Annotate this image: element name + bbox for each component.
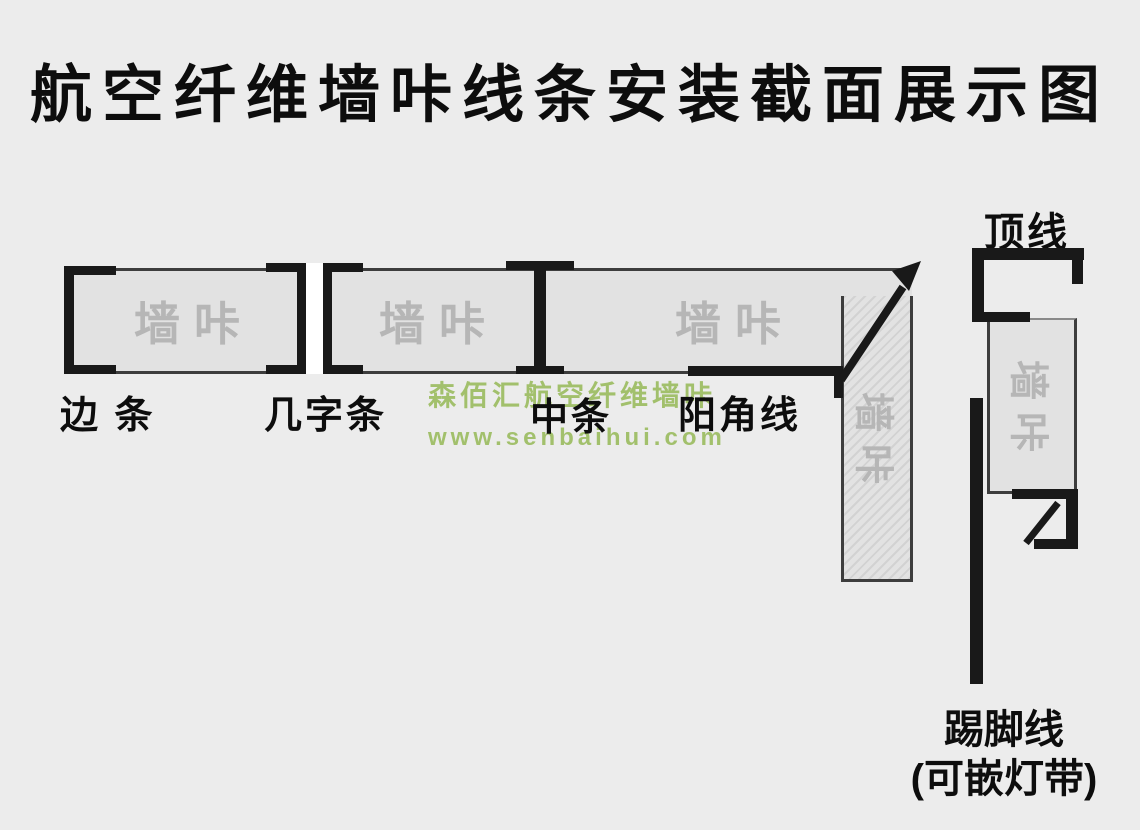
- panel-watermark-text: 墙咔: [1006, 359, 1050, 464]
- label-skirting-line: 踢脚线: [944, 708, 1064, 752]
- label-outer-corner-line: 阳角线: [678, 395, 802, 437]
- wall-panel-right-vertical: 墙咔: [987, 318, 1077, 494]
- panel-watermark-text: 墙咔: [379, 298, 499, 350]
- label-middle-strip: 中条: [530, 397, 613, 439]
- panel-watermark-text: 墙咔: [134, 298, 254, 350]
- label-ji-strip: 几字条: [264, 395, 388, 437]
- url-watermark: www.senbaihui.com: [428, 424, 726, 451]
- skirting-label-block: 踢脚线 (可嵌灯带): [872, 706, 1136, 804]
- label-edge-strip: 边 条: [60, 395, 156, 437]
- wall-panel-2: 墙咔: [328, 268, 536, 374]
- wall-panel-corner-vertical: 墙咔: [841, 296, 913, 582]
- wall-panel-1: 墙咔: [74, 268, 300, 374]
- ceiling-trim-profile: [972, 248, 1084, 322]
- label-ceiling-line: 顶线: [984, 211, 1070, 255]
- brand-watermark: 森佰汇航空纤维墙咔: [428, 380, 717, 411]
- panel-watermark-text: 墙咔: [675, 298, 795, 350]
- skirting-trim-profile: [1012, 489, 1078, 549]
- panel-watermark-text: 墙咔: [851, 391, 895, 496]
- label-skirting-note: (可嵌灯带): [910, 756, 1098, 801]
- page-title: 航空纤维墙咔线条安装截面展示图: [29, 61, 1110, 130]
- wall-line: [970, 398, 983, 684]
